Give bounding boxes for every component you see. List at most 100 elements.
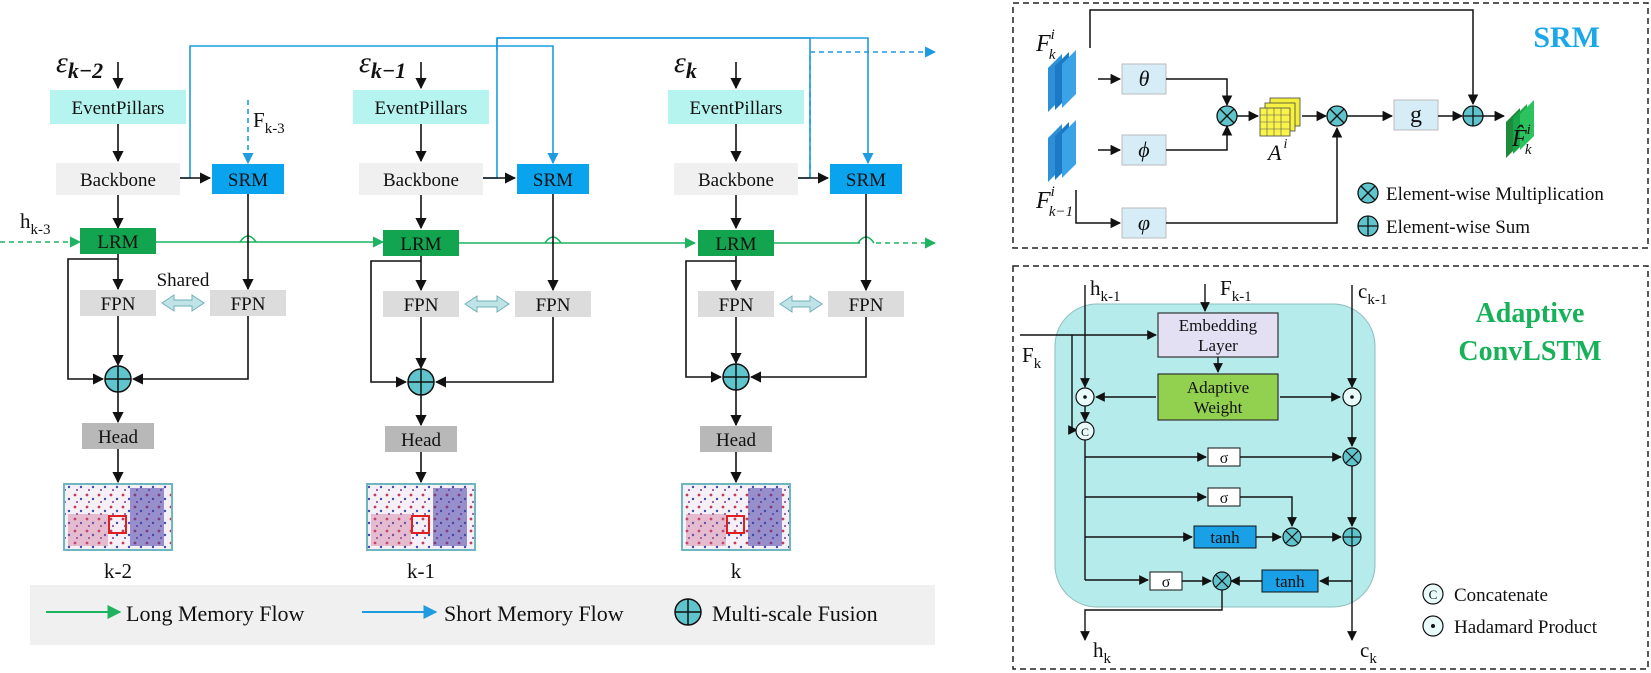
legend-concat-icon: C [1422,583,1444,605]
eventpillars-1-label: EventPillars [375,98,468,119]
head-0-box [82,423,154,449]
eventpillars-0-label: EventPillars [72,98,165,119]
bounding-box-2 [726,515,745,534]
fpn-left-1-box [383,291,459,317]
srm-legend-sum: Element-wise Sum [1386,217,1530,238]
lrm-2-box [698,230,774,256]
phi-box [1121,134,1167,166]
lstm-title-1: Adaptive [1476,298,1585,329]
attention-map-a [1259,97,1301,137]
svg-text:C: C [1429,587,1438,602]
frame-label-2: k [731,559,742,583]
lstm-sum [1342,527,1362,547]
lrm-0-box [80,228,156,254]
feature-stack-top [1048,50,1076,112]
backbone-1-label: Backbone [383,170,459,191]
sigma-label-3: σ [1162,574,1171,591]
eventpillars-2-label: EventPillars [690,98,783,119]
fusion-node-0 [104,365,132,393]
frame-label-0: k-2 [104,559,132,583]
g-label: g [1410,102,1422,128]
detection-image-2 [681,483,791,551]
srm-mult-2 [1326,105,1348,127]
bounding-box-0 [108,515,127,534]
feature-stack-output [1506,100,1534,158]
fpn-right-1-label: FPN [536,295,571,316]
legend-long-label: Long Memory Flow [126,601,305,626]
shared-label: Shared [157,270,210,291]
srm-1-label: SRM [533,170,573,191]
concat-node: C [1075,421,1095,441]
f-k-3-label: Fk-3 [253,108,285,137]
lrm-1-label: LRM [400,234,441,255]
lstm-f-k: Fk [1022,343,1042,372]
varphi-label: φ [1138,210,1150,235]
fpn-left-0-box [80,290,156,316]
adaptive-weight-label-2: Weight [1194,398,1243,417]
srm-legend-mult: Element-wise Multiplication [1386,184,1604,205]
fpn-right-0-label: FPN [231,294,266,315]
feature-stack-bottom [1048,120,1076,182]
sigma-label-1: σ [1220,450,1229,467]
short-flow-output [809,46,937,178]
backbone-2-label: Backbone [698,170,774,191]
lrm-2-label: LRM [715,234,756,255]
srm-0-label: SRM [228,170,268,191]
g-box [1393,99,1439,131]
legend-concat: Concatenate [1454,585,1548,606]
srm-0-box [212,164,284,194]
head-1-label: Head [401,430,442,451]
adaptive-weight-label-1: Adaptive [1187,378,1249,397]
fpn-right-2-label: FPN [849,295,884,316]
phi-label: ϕ [1138,137,1149,162]
theta-label: θ [1139,66,1150,91]
legend-hadamard: Hadamard Product [1454,617,1598,638]
lstm-h-out: hk [1093,638,1112,667]
svg-text:C: C [1081,425,1089,439]
bounding-box-1 [411,515,430,534]
head-0-label: Head [98,427,139,448]
tanh-label-1: tanh [1210,528,1240,547]
eventpillars-0-box [50,90,186,124]
eventpillars-1-box [353,90,489,124]
srm-2-label: SRM [846,170,886,191]
srm-2-box [830,164,902,194]
lstm-c-out: ck [1360,638,1377,667]
lstm-f-prev: Fk-1 [1220,276,1252,305]
fpn-right-0-box [210,290,286,316]
head-1-box [385,426,457,452]
legend-bar: Long Memory Flow Short Memory Flow Multi… [30,585,935,645]
eventpillars-2-box [668,90,804,124]
backbone-2-box [674,163,798,195]
h-k-3-label: hk-3 [20,209,51,238]
fpn-left-2-label: FPN [719,295,754,316]
legend-hadamard-icon [1422,615,1444,637]
legend-fusion-icon [674,598,702,626]
fpn-right-1-box [515,291,591,317]
backbone-0-box [56,163,180,195]
legend-fusion-label: Multi-scale Fusion [712,601,878,626]
shared-arrow-2 [779,295,823,313]
shared-arrow-0 [161,294,205,312]
event-label-2: εk [674,46,697,83]
srm-legend-mult-icon [1357,182,1379,204]
detection-image-0 [63,483,173,551]
legend-background [30,585,935,645]
srm-title: SRM [1533,21,1600,54]
lstm-mult-output [1212,571,1232,591]
embedding-label-1: Embedding [1179,316,1258,335]
fusion-node-2 [722,363,750,391]
srm-sum [1462,105,1484,127]
backbone-1-box [359,163,483,195]
lstm-h-prev: hk-1 [1090,276,1121,305]
frame-label-1: k-1 [407,559,435,583]
fusion-node-1 [407,368,435,396]
lstm-mult-input [1282,527,1302,547]
head-2-label: Head [716,430,757,451]
tanh-label-2: tanh [1275,572,1305,591]
lstm-title-2: ConvLSTM [1458,336,1601,367]
